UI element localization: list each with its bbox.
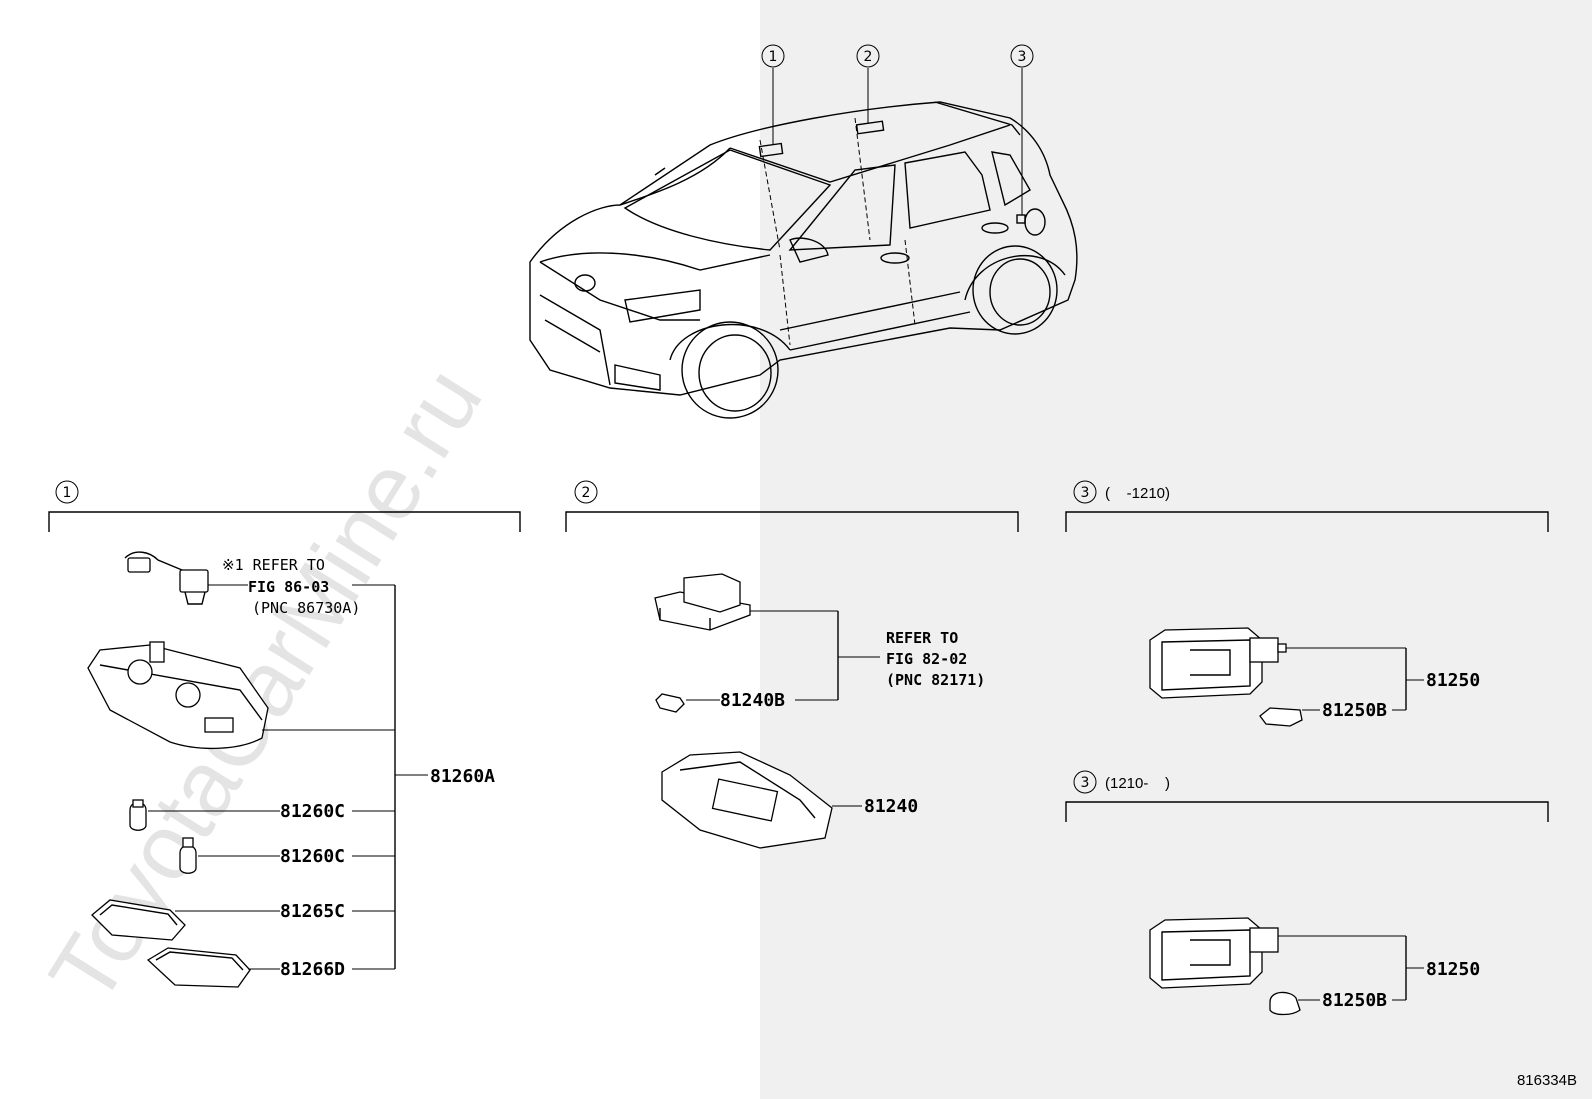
section-2: 2 REFER TO FIG 82-02 (PNC 82171) 81240B … [565,480,1019,849]
section-3-early: 3 ( -1210) 81250 81250B [1065,480,1549,727]
part-81260A: 81260A [430,766,495,787]
callout-2-text: 2 [864,49,873,65]
part-81260C: 81260C [280,801,345,822]
s2-note-line1: REFER TO [886,629,958,647]
section-1: 1 ※1 REFER TO FIG 86-03 (PNC 86730A) [48,480,521,988]
callout-3: 3 [1010,44,1034,68]
part-81250-2: 81250 [1426,959,1480,980]
callout-3-text: 3 [1018,49,1027,65]
part-81250B: 81250B [1322,700,1387,721]
part-81266D: 81266D [280,959,345,980]
s1-note-line2: FIG 86-03 [248,578,329,596]
callout-2: 2 [856,44,880,68]
figure-id: 816334B [1517,1072,1577,1089]
s2-note-line3: (PNC 82171) [886,671,985,689]
section-3a-range: ( -1210) [1105,485,1170,502]
s1-note-line1: ※1 REFER TO [222,556,325,574]
s1-note-line3: (PNC 86730A) [252,599,360,617]
part-81250B-2: 81250B [1322,990,1387,1011]
license-lamp-part [1149,627,1287,699]
part-81250: 81250 [1426,670,1480,691]
control-module-part [654,573,751,631]
section-3b-range: (1210- ) [1105,775,1170,792]
license-lamp-part-2 [1149,917,1279,989]
car-illustration [529,68,1078,419]
part-81265C: 81265C [280,901,345,922]
wire-harness-part [124,551,209,605]
festoon-bulb-part [655,693,685,713]
section-2-marker: 2 [582,485,591,501]
lamp-housing-part [87,641,269,750]
callout-1-text: 1 [769,49,778,65]
lamp-housing-part-2 [661,751,833,849]
section-3b-marker: 3 [1081,775,1090,791]
part-81240: 81240 [864,796,918,817]
section-1-marker: 1 [63,485,72,501]
callout-1: 1 [761,44,785,68]
part-81260C-2: 81260C [280,846,345,867]
lens-part [91,899,186,941]
wedge-bulb-part [1259,707,1303,727]
background-panel [760,0,1592,1099]
cover-part [146,947,251,988]
s2-note-line2: FIG 82-02 [886,650,967,668]
wedge-bulb-part-2 [1269,991,1301,1016]
bulb-part-2 [179,837,197,874]
section-3a-marker: 3 [1081,485,1090,501]
section-3-late: 3 (1210- ) 81250 81250B [1065,770,1549,1016]
part-81240B: 81240B [720,690,785,711]
bulb-part [129,799,147,831]
